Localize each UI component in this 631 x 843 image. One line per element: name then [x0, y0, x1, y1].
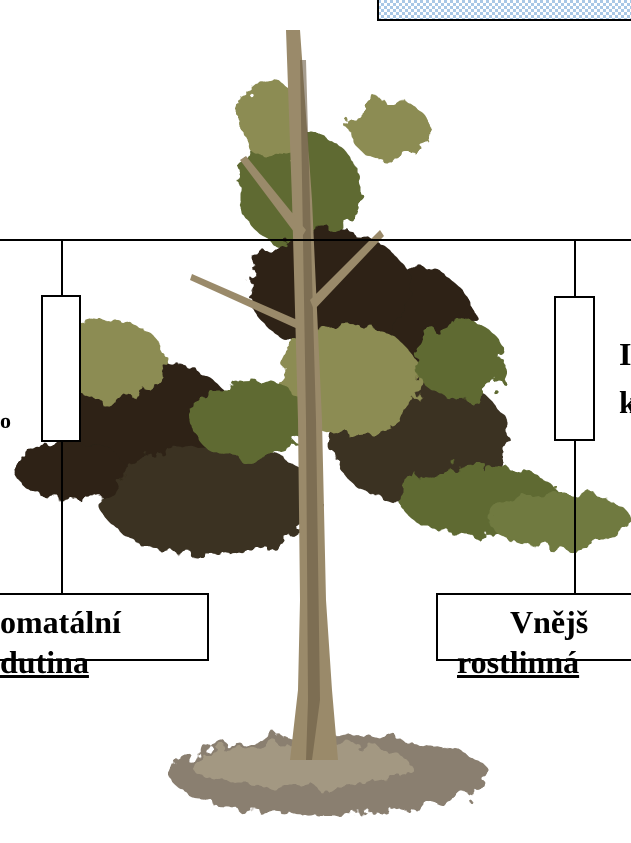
left-fragment: o: [0, 410, 11, 432]
right-label-line1: Vnějš: [510, 606, 588, 638]
right-fragment-line2: k: [619, 386, 631, 418]
right-label-line2: rostlinná: [457, 646, 579, 678]
left-resistor: [42, 296, 80, 441]
left-label-line2: dutina: [0, 646, 89, 678]
right-fragment-line1: I: [619, 338, 631, 370]
right-resistor: [555, 297, 594, 440]
left-label-line1: omatální: [0, 606, 121, 638]
patterned-box: [378, 0, 631, 20]
